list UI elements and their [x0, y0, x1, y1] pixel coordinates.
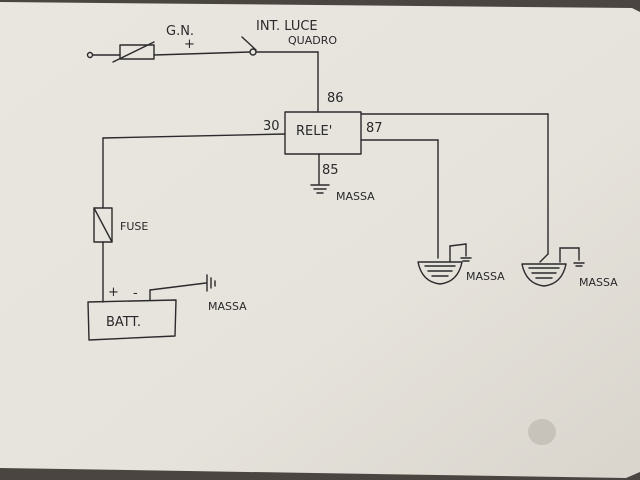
switch-label-line1: INT. LUCE — [256, 19, 318, 34]
pin-87-label: 87 — [366, 121, 383, 136]
gn-wire — [86, 41, 251, 63]
relay-box — [284, 111, 362, 155]
fuse-label: FUSE — [120, 220, 148, 233]
pin-30-label: 30 — [263, 119, 280, 134]
relay-ground — [310, 153, 330, 194]
pin-85-label: 85 — [322, 163, 339, 178]
battery-ground — [149, 274, 216, 301]
switch-label-line2: QUADRO — [288, 34, 337, 47]
horn-1-massa-label: MASSA — [466, 270, 505, 283]
pin-86-label: 86 — [327, 91, 344, 106]
dashboard-light-switch — [241, 36, 319, 56]
gn-plus-label: + — [184, 37, 195, 52]
battery-plus-label: + — [108, 285, 119, 300]
relay-label: RELE' — [296, 124, 332, 139]
wire-30-fuse-battery — [93, 133, 286, 303]
battery-label: BATT. — [106, 315, 141, 330]
gn-component — [119, 44, 155, 60]
relay-massa-label: MASSA — [336, 190, 375, 203]
horn-1 — [417, 243, 472, 285]
battery — [87, 299, 177, 341]
horn-2 — [521, 247, 585, 287]
battery-massa-label: MASSA — [208, 300, 247, 313]
paper-stain — [528, 419, 556, 445]
horn-2-massa-label: MASSA — [579, 276, 618, 289]
battery-minus-label: - — [133, 286, 138, 301]
wire-87 — [360, 113, 549, 263]
gn-label: G.N. — [166, 24, 194, 39]
